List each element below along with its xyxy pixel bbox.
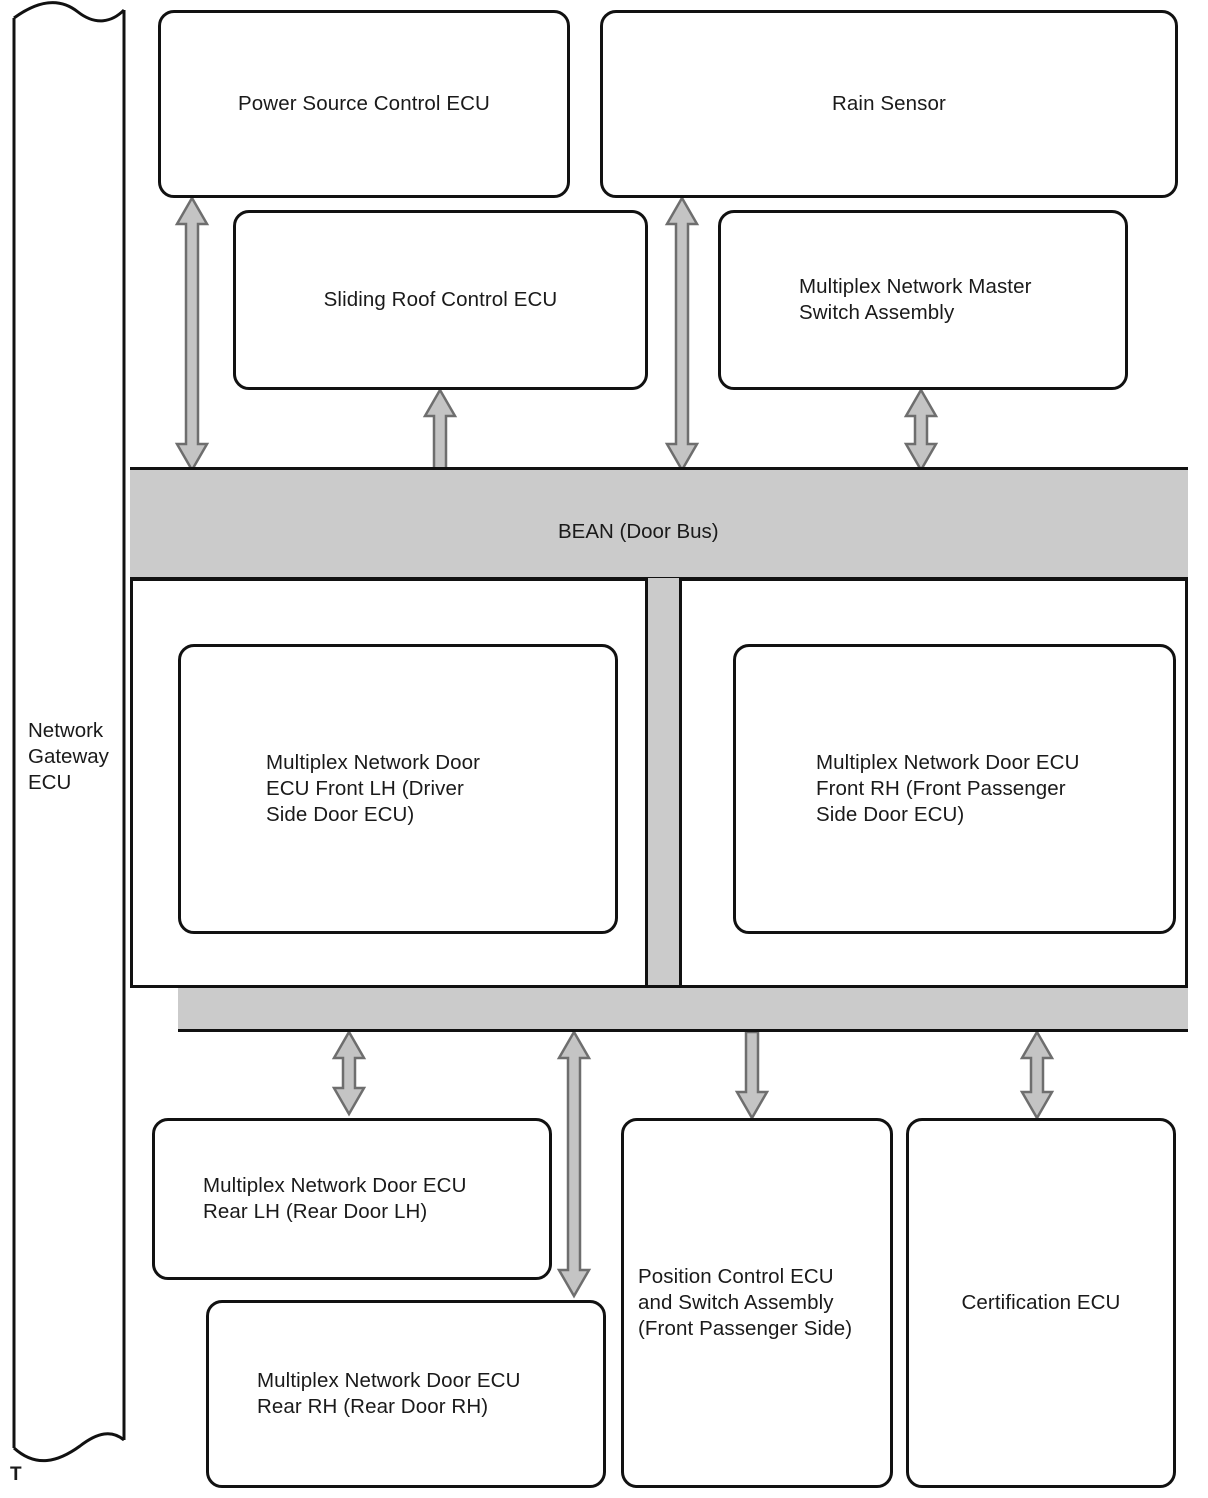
door-sub-bus [178,985,1188,1032]
ecu-door-rear-lh-label: Multiplex Network Door ECU Rear LH (Rear… [203,1174,467,1223]
ecu-multiplex-master-switch[interactable]: Multiplex Network Master Switch Assembly [718,210,1128,390]
ecu-rain-sensor-label: Rain Sensor [832,92,946,115]
ecu-power-source-control[interactable]: Power Source Control ECU [158,10,570,198]
ecu-door-rear-rh[interactable]: Multiplex Network Door ECU Rear RH (Rear… [206,1300,606,1488]
arrow-subbus-to-door-ecu-rear-rh [556,1029,592,1299]
ecu-multiplex-master-switch-label: Multiplex Network Master Switch Assembly [799,275,1032,324]
ecu-door-rear-lh[interactable]: Multiplex Network Door ECU Rear LH (Rear… [152,1118,552,1280]
ecu-certification-label: Certification ECU [961,1291,1121,1314]
arrow-subbus-to-certification-ecu [1019,1029,1055,1121]
ecu-door-front-rh[interactable]: Multiplex Network Door ECU Front RH (Fro… [733,644,1176,934]
bus-vertical-trunk [645,578,682,1030]
arrow-bean-to-power-source-control-ecu [174,195,210,473]
bracket-corner-mark: T [10,1464,22,1485]
ecu-position-control[interactable]: Position Control ECU and Switch Assembly… [621,1118,893,1488]
network-gateway-ecu-label: Network Gateway ECU [28,719,109,794]
arrow-subbus-to-position-control-ecu [734,1030,770,1121]
bean-door-bus-label: BEAN (Door Bus) [558,520,719,543]
ecu-position-control-label: Position Control ECU and Switch Assembly… [638,1265,853,1340]
arrow-subbus-to-door-ecu-rear-lh [331,1029,367,1117]
network-gateway-bracket [12,1,126,1463]
ecu-certification[interactable]: Certification ECU [906,1118,1176,1488]
ecu-door-front-rh-label: Multiplex Network Door ECU Front RH (Fro… [816,751,1080,826]
ecu-power-source-control-label: Power Source Control ECU [238,92,490,115]
arrow-bean-to-sliding-roof-control-ecu [422,387,458,472]
arrow-bean-to-multiplex-master-switch [903,387,939,473]
ecu-door-front-lh[interactable]: Multiplex Network Door ECU Front LH (Dri… [178,644,618,934]
ecu-door-front-lh-label: Multiplex Network Door ECU Front LH (Dri… [266,751,481,826]
ecu-sliding-roof-control-label: Sliding Roof Control ECU [323,288,558,311]
ecu-door-rear-rh-label: Multiplex Network Door ECU Rear RH (Rear… [257,1369,521,1418]
arrow-bean-to-rain-sensor [664,195,700,473]
ecu-rain-sensor[interactable]: Rain Sensor [600,10,1178,198]
ecu-sliding-roof-control[interactable]: Sliding Roof Control ECU [233,210,648,390]
